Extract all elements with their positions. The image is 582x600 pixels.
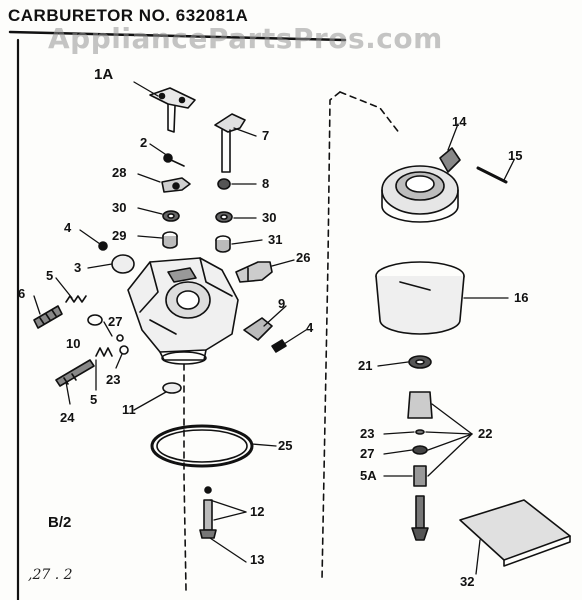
assembly-line-left-frame — [321, 91, 341, 581]
callout-5-lower: 5 — [90, 392, 98, 407]
part-32-gasket-sheet — [459, 499, 571, 567]
callout-3: 3 — [74, 260, 82, 275]
part-9-plate — [243, 317, 273, 341]
part-5-spring-upper — [65, 295, 87, 303]
callout-30-right: 30 — [262, 210, 277, 225]
part-10-o-ring — [87, 314, 103, 326]
top-border-line — [8, 30, 347, 42]
callout-23-left: 23 — [106, 372, 121, 387]
callout-27-left: 27 — [108, 314, 123, 329]
part-30-seal-right — [215, 211, 233, 223]
part-25-gasket-ring — [150, 424, 254, 468]
part-23-ring-left — [119, 345, 129, 355]
part-21-gasket — [408, 355, 432, 369]
callout-16: 16 — [514, 290, 529, 305]
callout-7: 7 — [262, 128, 270, 143]
leader-lines — [33, 81, 515, 575]
callout-24: 24 — [60, 410, 75, 425]
callout-28: 28 — [112, 165, 127, 180]
part-27-washer-left — [116, 334, 124, 342]
part-1a-throttle-bracket — [149, 87, 196, 133]
callout-26: 26 — [296, 250, 311, 265]
part-30-seal-left — [162, 210, 180, 222]
callout-5-upper: 5 — [46, 268, 54, 283]
callout-5a: 5A — [360, 468, 377, 483]
callout-21: 21 — [358, 358, 373, 373]
part-24-main-needle — [55, 359, 95, 387]
callout-10: 10 — [66, 336, 81, 351]
assembly-line-center — [183, 363, 187, 591]
callout-8: 8 — [262, 176, 270, 191]
callout-29: 29 — [112, 228, 127, 243]
callout-4-right: 4 — [306, 320, 314, 335]
part-8-cup — [217, 178, 231, 190]
part-16-float-bowl — [375, 261, 465, 335]
part-28-lever — [161, 177, 191, 193]
callout-14: 14 — [452, 114, 467, 129]
callout-2: 2 — [140, 135, 148, 150]
callout-31: 31 — [268, 232, 283, 247]
part-29-bushing — [162, 231, 178, 249]
callout-15: 15 — [508, 148, 523, 163]
callout-32: 32 — [460, 574, 475, 589]
page-reference: B/2 — [48, 514, 72, 531]
part-12-13-bowl-bolt — [199, 486, 217, 539]
watermark-text: AppliancePartsPros.com — [48, 22, 443, 55]
part-3-throttle-plate — [111, 254, 135, 274]
carburetor-body — [127, 257, 239, 365]
part-26-inlet-fitting — [235, 261, 273, 283]
part-5-spring-lower — [95, 347, 113, 357]
part-11-cap — [162, 382, 182, 394]
part-14-float — [381, 147, 461, 223]
handwritten-note: ,27 . 2 — [28, 567, 73, 583]
part-22-needle-seat — [407, 391, 433, 541]
part-4-screw-right — [271, 339, 287, 353]
assembly-line-top — [339, 91, 401, 135]
part-31-bushing — [215, 235, 231, 253]
callout-11: 11 — [122, 402, 136, 417]
part-4-screw-left — [98, 241, 108, 251]
callout-27-right: 27 — [360, 446, 375, 461]
part-2-screw — [163, 153, 185, 167]
carburetor-title: CARBURETOR NO. 632081A — [8, 6, 249, 25]
part-15-float-pin — [476, 166, 508, 184]
callout-6: 6 — [18, 286, 26, 301]
callout-22: 22 — [478, 426, 493, 441]
callout-9: 9 — [278, 296, 286, 311]
part-7-choke-shaft — [214, 113, 246, 173]
callout-13: 13 — [250, 552, 265, 567]
callout-12: 12 — [250, 504, 265, 519]
callout-4-left: 4 — [64, 220, 72, 235]
part-6-idle-screw — [33, 305, 63, 329]
callout-25: 25 — [278, 438, 293, 453]
callout-1a: 1A — [94, 66, 114, 83]
callout-23-right: 23 — [360, 426, 375, 441]
callout-30-left: 30 — [112, 200, 127, 215]
